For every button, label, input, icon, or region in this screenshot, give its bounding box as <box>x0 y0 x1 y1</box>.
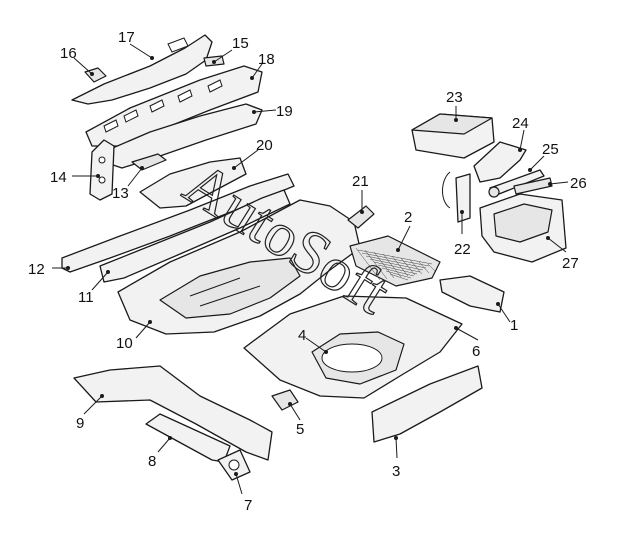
callout-19: 19 <box>276 103 293 120</box>
net-line <box>373 261 421 273</box>
net-line <box>381 267 415 277</box>
callout-1: 1 <box>510 317 518 334</box>
callout-15: 15 <box>232 35 249 52</box>
net-line <box>369 258 424 271</box>
part-13-plate <box>131 153 167 171</box>
part-26-handle <box>513 177 553 195</box>
net-line <box>355 247 381 281</box>
callout-13: 13 <box>112 185 129 202</box>
net-line <box>400 257 416 276</box>
callout-16: 16 <box>60 45 77 62</box>
callout-21: 21 <box>352 173 369 190</box>
part-3-rear-valance <box>371 365 483 443</box>
leader-dots <box>66 56 552 476</box>
callout-2: 2 <box>404 209 412 226</box>
part-19-cross-member <box>107 103 263 169</box>
callout-3: 3 <box>392 463 400 480</box>
leader-lines <box>52 43 569 495</box>
callout-12: 12 <box>28 261 45 278</box>
part-27-tool-tray <box>479 193 567 263</box>
callout-18: 18 <box>258 51 275 68</box>
net-line <box>377 264 418 275</box>
net-line <box>389 273 409 281</box>
net-line <box>357 249 433 265</box>
part-1-rear-bracket <box>439 275 505 313</box>
part-22-tow-hook <box>442 171 471 223</box>
part-11-inner-rail <box>99 189 291 283</box>
net-line <box>427 263 437 273</box>
part-20-floor-panel <box>139 157 247 209</box>
part-25-wrench <box>488 169 545 198</box>
callout-9: 9 <box>76 415 84 432</box>
net-line <box>418 261 430 274</box>
callout-11: 11 <box>78 289 94 306</box>
part-24-jack <box>473 141 527 183</box>
callout-14: 14 <box>50 169 67 186</box>
net-line <box>391 255 409 277</box>
callout-7: 7 <box>244 497 252 514</box>
callout-20: 20 <box>256 137 273 154</box>
callout-17: 17 <box>118 29 135 46</box>
net-line <box>364 249 388 280</box>
part-9-rail <box>73 365 273 461</box>
part-18-rear-panel <box>85 65 263 147</box>
callout-5: 5 <box>296 421 304 438</box>
callout-26: 26 <box>570 175 587 192</box>
callout-22: 22 <box>454 241 471 258</box>
net-line <box>365 255 427 269</box>
net-line <box>373 251 395 279</box>
callout-labels: 1 2 3 4 5 6 7 8 9 10 11 12 13 14 15 16 1… <box>28 29 587 514</box>
part-23-tool-case <box>411 113 495 159</box>
part-17-parcel-shelf <box>71 34 213 105</box>
part-21-bracket <box>347 205 375 229</box>
callout-23: 23 <box>446 89 463 106</box>
part-2-cargo-net <box>349 235 441 287</box>
part-14-side-bracket <box>89 139 115 201</box>
callout-4: 4 <box>298 327 306 344</box>
callout-27: 27 <box>562 255 579 272</box>
net-line <box>382 253 402 278</box>
part-5-plate <box>271 389 299 411</box>
callout-10: 10 <box>116 335 133 352</box>
part-16-bracket <box>84 67 107 83</box>
callout-8: 8 <box>148 453 156 470</box>
net-line <box>385 270 412 279</box>
callout-25: 25 <box>542 141 559 158</box>
callout-24: 24 <box>512 115 529 132</box>
callout-6: 6 <box>472 343 480 360</box>
part-4-spare-wheel-well <box>321 343 383 373</box>
part-7-end-cap <box>217 449 251 481</box>
part-10-rear-floor <box>117 199 361 335</box>
net-line <box>409 259 423 275</box>
net-line <box>361 252 430 267</box>
part-8-reinforcement <box>145 413 231 463</box>
